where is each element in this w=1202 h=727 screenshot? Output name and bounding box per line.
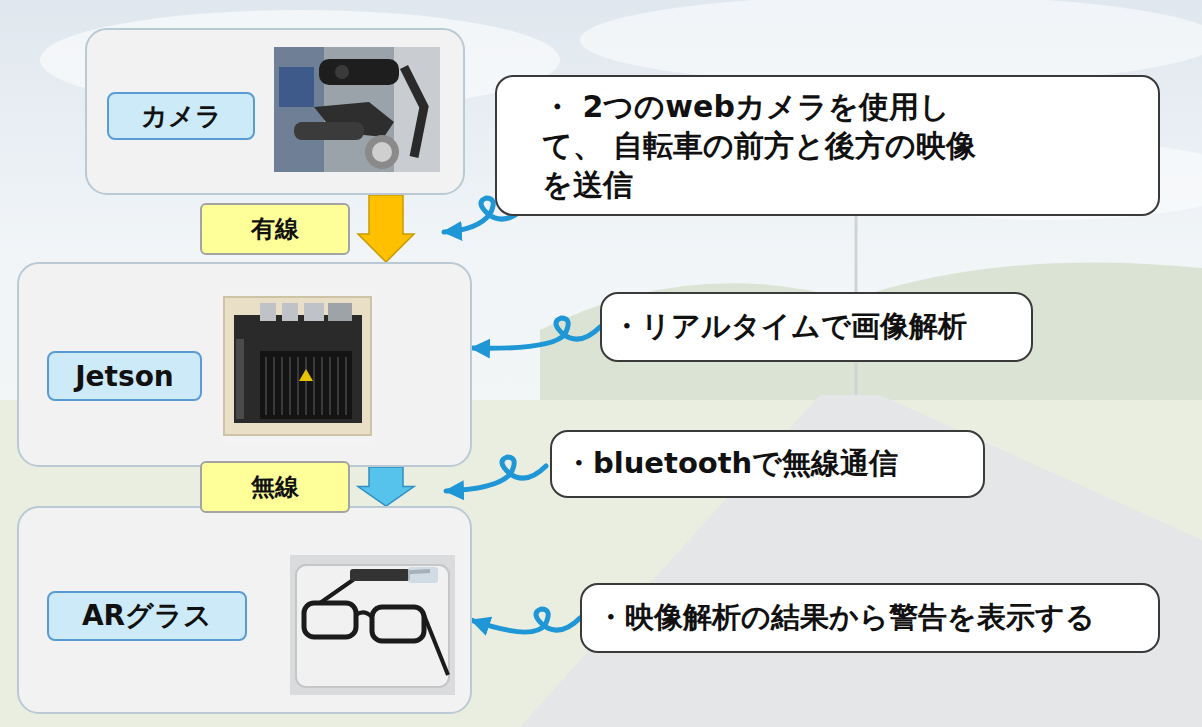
device-panel: Jetson xyxy=(17,262,472,467)
jetson-photo-part xyxy=(266,357,346,415)
jetson-photo-part xyxy=(234,315,362,423)
jetson-photo-part-part xyxy=(329,357,331,415)
label-pill: カメラ xyxy=(107,92,255,140)
jetson-photo-part xyxy=(260,351,352,419)
device-label: Jetson xyxy=(75,360,174,393)
callout-box: ・映像解析の結果から警告を表示する xyxy=(580,583,1160,653)
webcam-photo-part xyxy=(365,135,399,169)
pointer-squiggle xyxy=(472,609,580,632)
ar-glasses-photo-part xyxy=(304,603,356,637)
jetson-photo-part xyxy=(304,303,324,321)
jetson-photo-part-part xyxy=(281,357,283,415)
webcam-photo-part xyxy=(335,65,349,79)
ar-glasses-photo-part xyxy=(290,555,455,695)
jetson-photo-part xyxy=(328,303,352,321)
jetson-photo-part-part xyxy=(297,357,299,415)
connector-label-text: 無線 xyxy=(251,471,299,503)
ar-glasses-photo-part xyxy=(296,565,449,687)
jetson-photo-part-part xyxy=(345,357,347,415)
block-arrow xyxy=(358,467,414,506)
webcam-photo-part xyxy=(274,47,440,172)
jetson-photo-part-part xyxy=(337,357,339,415)
label-pill: Jetson xyxy=(47,351,202,401)
webcam-photo-part xyxy=(372,142,392,162)
connector-label: 無線 xyxy=(200,461,350,513)
jetson-photo-part-part xyxy=(289,357,291,415)
jetson-photo-part xyxy=(224,297,371,435)
jetson-photo-part xyxy=(220,289,375,442)
ar-glasses-photo xyxy=(290,555,455,695)
callout-text: ・bluetoothで無線通信 xyxy=(564,445,898,483)
webcam-photo-part xyxy=(319,59,399,85)
device-panel: カメラ xyxy=(85,28,465,195)
connector xyxy=(358,195,414,262)
webcam-photo xyxy=(274,47,440,172)
callout-box: ・ 2つのwebカメラを使用して、 自転車の前方と後方の映像を送信 xyxy=(495,75,1160,216)
pointer-squiggle xyxy=(472,318,600,348)
webcam-photo-part xyxy=(294,122,364,140)
device-label: カメラ xyxy=(141,99,222,134)
callout-text: ・リアルタイムで画像解析 xyxy=(612,308,967,346)
callout-box: ・リアルタイムで画像解析 xyxy=(600,292,1033,362)
ar-glasses-photo-part xyxy=(372,607,424,641)
connector xyxy=(472,318,600,348)
connector xyxy=(358,467,414,506)
ar-glasses-photo-part xyxy=(424,615,448,675)
callout-text: ・映像解析の結果から警告を表示する xyxy=(596,599,1095,637)
label-pill: ARグラス xyxy=(47,591,247,641)
jetson-photo-part-part xyxy=(265,357,267,415)
jetson-photo-part-part xyxy=(273,357,275,415)
jetson-photo-part xyxy=(236,339,244,419)
jetson-photo-part-part xyxy=(321,357,323,415)
jetson-photo-part xyxy=(299,369,313,381)
webcam-photo-part xyxy=(394,47,440,172)
ar-glasses-photo-part xyxy=(350,569,410,581)
webcam-photo-part xyxy=(279,67,314,107)
webcam-photo-part xyxy=(404,67,424,157)
callout-text: ・ 2つのwebカメラを使用して、 自転車の前方と後方の映像を送信 xyxy=(542,87,1002,204)
jetson-photo-part-part xyxy=(313,357,315,415)
connector-label-text: 有線 xyxy=(251,213,299,245)
connector xyxy=(472,609,580,632)
jetson-photo-part xyxy=(282,303,298,321)
ar-glasses-photo-part xyxy=(356,612,372,617)
connector-label: 有線 xyxy=(200,203,350,255)
block-arrow xyxy=(358,195,414,262)
callout-box: ・bluetoothで無線通信 xyxy=(550,430,985,498)
device-label: ARグラス xyxy=(82,597,212,635)
jetson-photo xyxy=(220,289,375,442)
jetson-photo-part-part xyxy=(305,357,307,415)
device-panel: ARグラス xyxy=(17,506,472,714)
jetson-photo-part xyxy=(260,303,276,321)
ar-glasses-photo-part xyxy=(408,567,438,583)
